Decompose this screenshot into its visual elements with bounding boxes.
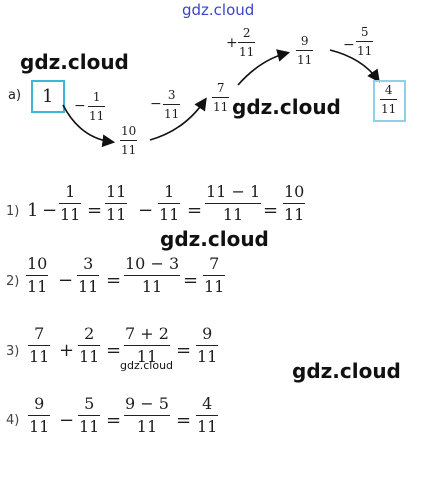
solution-2-label: 2) [6,274,20,289]
arrow-1 [62,104,116,148]
arrow-2 [149,97,207,141]
chain-start-value: 1 [42,86,54,107]
chain-label: а) [8,88,22,103]
arrow-4 [329,49,380,83]
solution-1-eq-2: = [187,200,203,221]
solution-2-op: − [58,270,74,291]
solution-1-op-2: − [138,200,154,221]
solution-3-op: + [59,340,75,361]
solution-4-eq-2: = [176,410,192,431]
solution-3-eq-1: = [106,340,122,361]
solution-4-op: − [59,410,75,431]
step-3-op: + [226,35,238,51]
watermark-small: gdz.cloud [120,359,174,372]
solution-3-label: 3) [6,344,20,359]
solution-4-eq-1: = [106,410,122,431]
solution-3-eq-2: = [176,340,192,361]
solution-1-eq-3: = [263,200,279,221]
watermark-right: gdz.cloud [292,359,401,383]
step-1-op: − [74,98,86,114]
step-4-op: − [343,37,355,53]
arrow-3 [237,49,291,86]
step-2-op: − [150,96,162,112]
watermark-left: gdz.cloud [20,50,129,74]
solution-1-label: 1) [6,204,20,219]
watermark-chain: gdz.cloud [232,95,341,119]
result-4-box [373,80,406,122]
solution-2-eq-1: = [106,270,122,291]
watermark-middle: gdz.cloud [160,227,269,251]
watermark-top: gdz.cloud [182,1,255,19]
solution-1-op-1: − [42,200,58,221]
solution-4-label: 4) [6,413,20,428]
solution-1-lead: 1 [27,200,39,221]
solution-1-eq-1: = [87,200,103,221]
chain-start-box [31,80,65,113]
solution-2-eq-2: = [183,270,199,291]
